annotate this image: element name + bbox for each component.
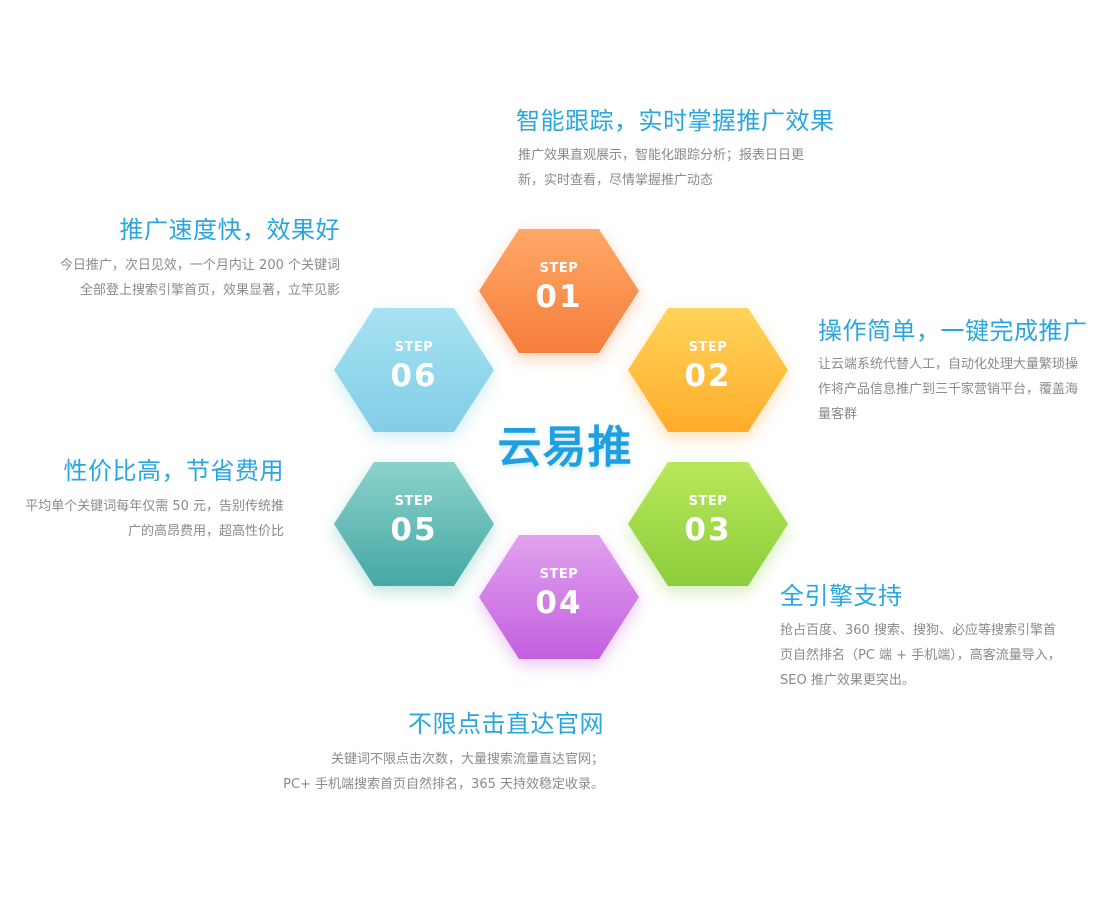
step-01-desc-line: 推广效果直观展示，智能化跟踪分析；报表日日更: [518, 148, 805, 163]
step-04-label: STEP: [539, 567, 579, 582]
step-06-title: 推广速度快，效果好: [119, 216, 340, 244]
step-02-description: 让云端系统代替人工，自动化处理大量繁琐操 作将产品信息推广到三千家营销平台，覆盖…: [818, 352, 1100, 427]
step-01-description: 推广效果直观展示，智能化跟踪分析；报表日日更 新，实时查看，尽情掌握推广动态: [518, 143, 838, 193]
step-05-label: STEP: [394, 494, 434, 509]
center-brand-title: 云易推: [497, 422, 633, 473]
step-04-desc-line: PC+ 手机端搜索首页自然排名，365 天持效稳定收录。: [283, 777, 604, 792]
step-02-hexagon: STEP 02: [628, 306, 788, 434]
step-03-desc-line: SEO 推广效果更突出。: [780, 673, 915, 688]
step-01-number: 01: [535, 279, 583, 315]
step-01-title: 智能跟踪，实时掌握推广效果: [516, 107, 835, 135]
step-06-hexagon: STEP 06: [334, 306, 494, 434]
step-03-label: STEP: [688, 494, 728, 509]
step-02-title: 操作简单，一键完成推广: [818, 317, 1088, 345]
step-02-desc-line: 量客群: [818, 407, 858, 422]
step-06-number: 06: [390, 358, 438, 394]
step-05-description: 平均单个关键词每年仅需 50 元，告别传统推 广的高昂费用，超高性价比: [4, 494, 284, 544]
step-05-desc-line: 广的高昂费用，超高性价比: [127, 524, 284, 539]
step-01-desc-line: 新，实时查看，尽情掌握推广动态: [518, 173, 714, 188]
step-03-title: 全引擎支持: [780, 582, 903, 610]
step-04-desc-line: 关键词不限点击次数，大量搜索流量直达官网；: [330, 752, 604, 767]
step-06-description: 今日推广，次日见效，一个月内让 200 个关键词 全部登上搜索引擎首页，效果显著…: [20, 253, 340, 303]
step-03-hexagon: STEP 03: [628, 460, 788, 588]
step-02-label: STEP: [688, 340, 728, 355]
step-02-number: 02: [684, 358, 732, 394]
step-02-desc-line: 让云端系统代替人工，自动化处理大量繁琐操: [818, 357, 1079, 372]
step-04-number: 04: [535, 585, 583, 621]
step-01-hexagon: STEP 01: [479, 227, 639, 355]
step-03-description: 抢占百度、360 搜索、搜狗、必应等搜索引擎首 页自然排名（PC 端 + 手机端…: [780, 618, 1100, 693]
step-01-label: STEP: [539, 261, 579, 276]
step-04-title: 不限点击直达官网: [408, 710, 604, 738]
step-05-hexagon: STEP 05: [334, 460, 494, 588]
step-04-description: 关键词不限点击次数，大量搜索流量直达官网； PC+ 手机端搜索首页自然排名，36…: [224, 747, 604, 797]
step-05-number: 05: [390, 512, 438, 548]
step-04-hexagon: STEP 04: [479, 533, 639, 661]
step-06-label: STEP: [394, 340, 434, 355]
step-06-desc-line: 全部登上搜索引擎首页，效果显著，立竿见影: [79, 283, 340, 298]
step-03-desc-line: 抢占百度、360 搜索、搜狗、必应等搜索引擎首: [780, 623, 1056, 638]
step-02-desc-line: 作将产品信息推广到三千家营销平台，覆盖海: [818, 382, 1079, 397]
step-05-title: 性价比高，节省费用: [63, 457, 284, 485]
step-05-desc-line: 平均单个关键词每年仅需 50 元，告别传统推: [25, 499, 284, 514]
step-06-desc-line: 今日推广，次日见效，一个月内让 200 个关键词: [59, 258, 340, 273]
step-03-number: 03: [684, 512, 732, 548]
step-03-desc-line: 页自然排名（PC 端 + 手机端），高客流量导入，: [780, 648, 1061, 663]
